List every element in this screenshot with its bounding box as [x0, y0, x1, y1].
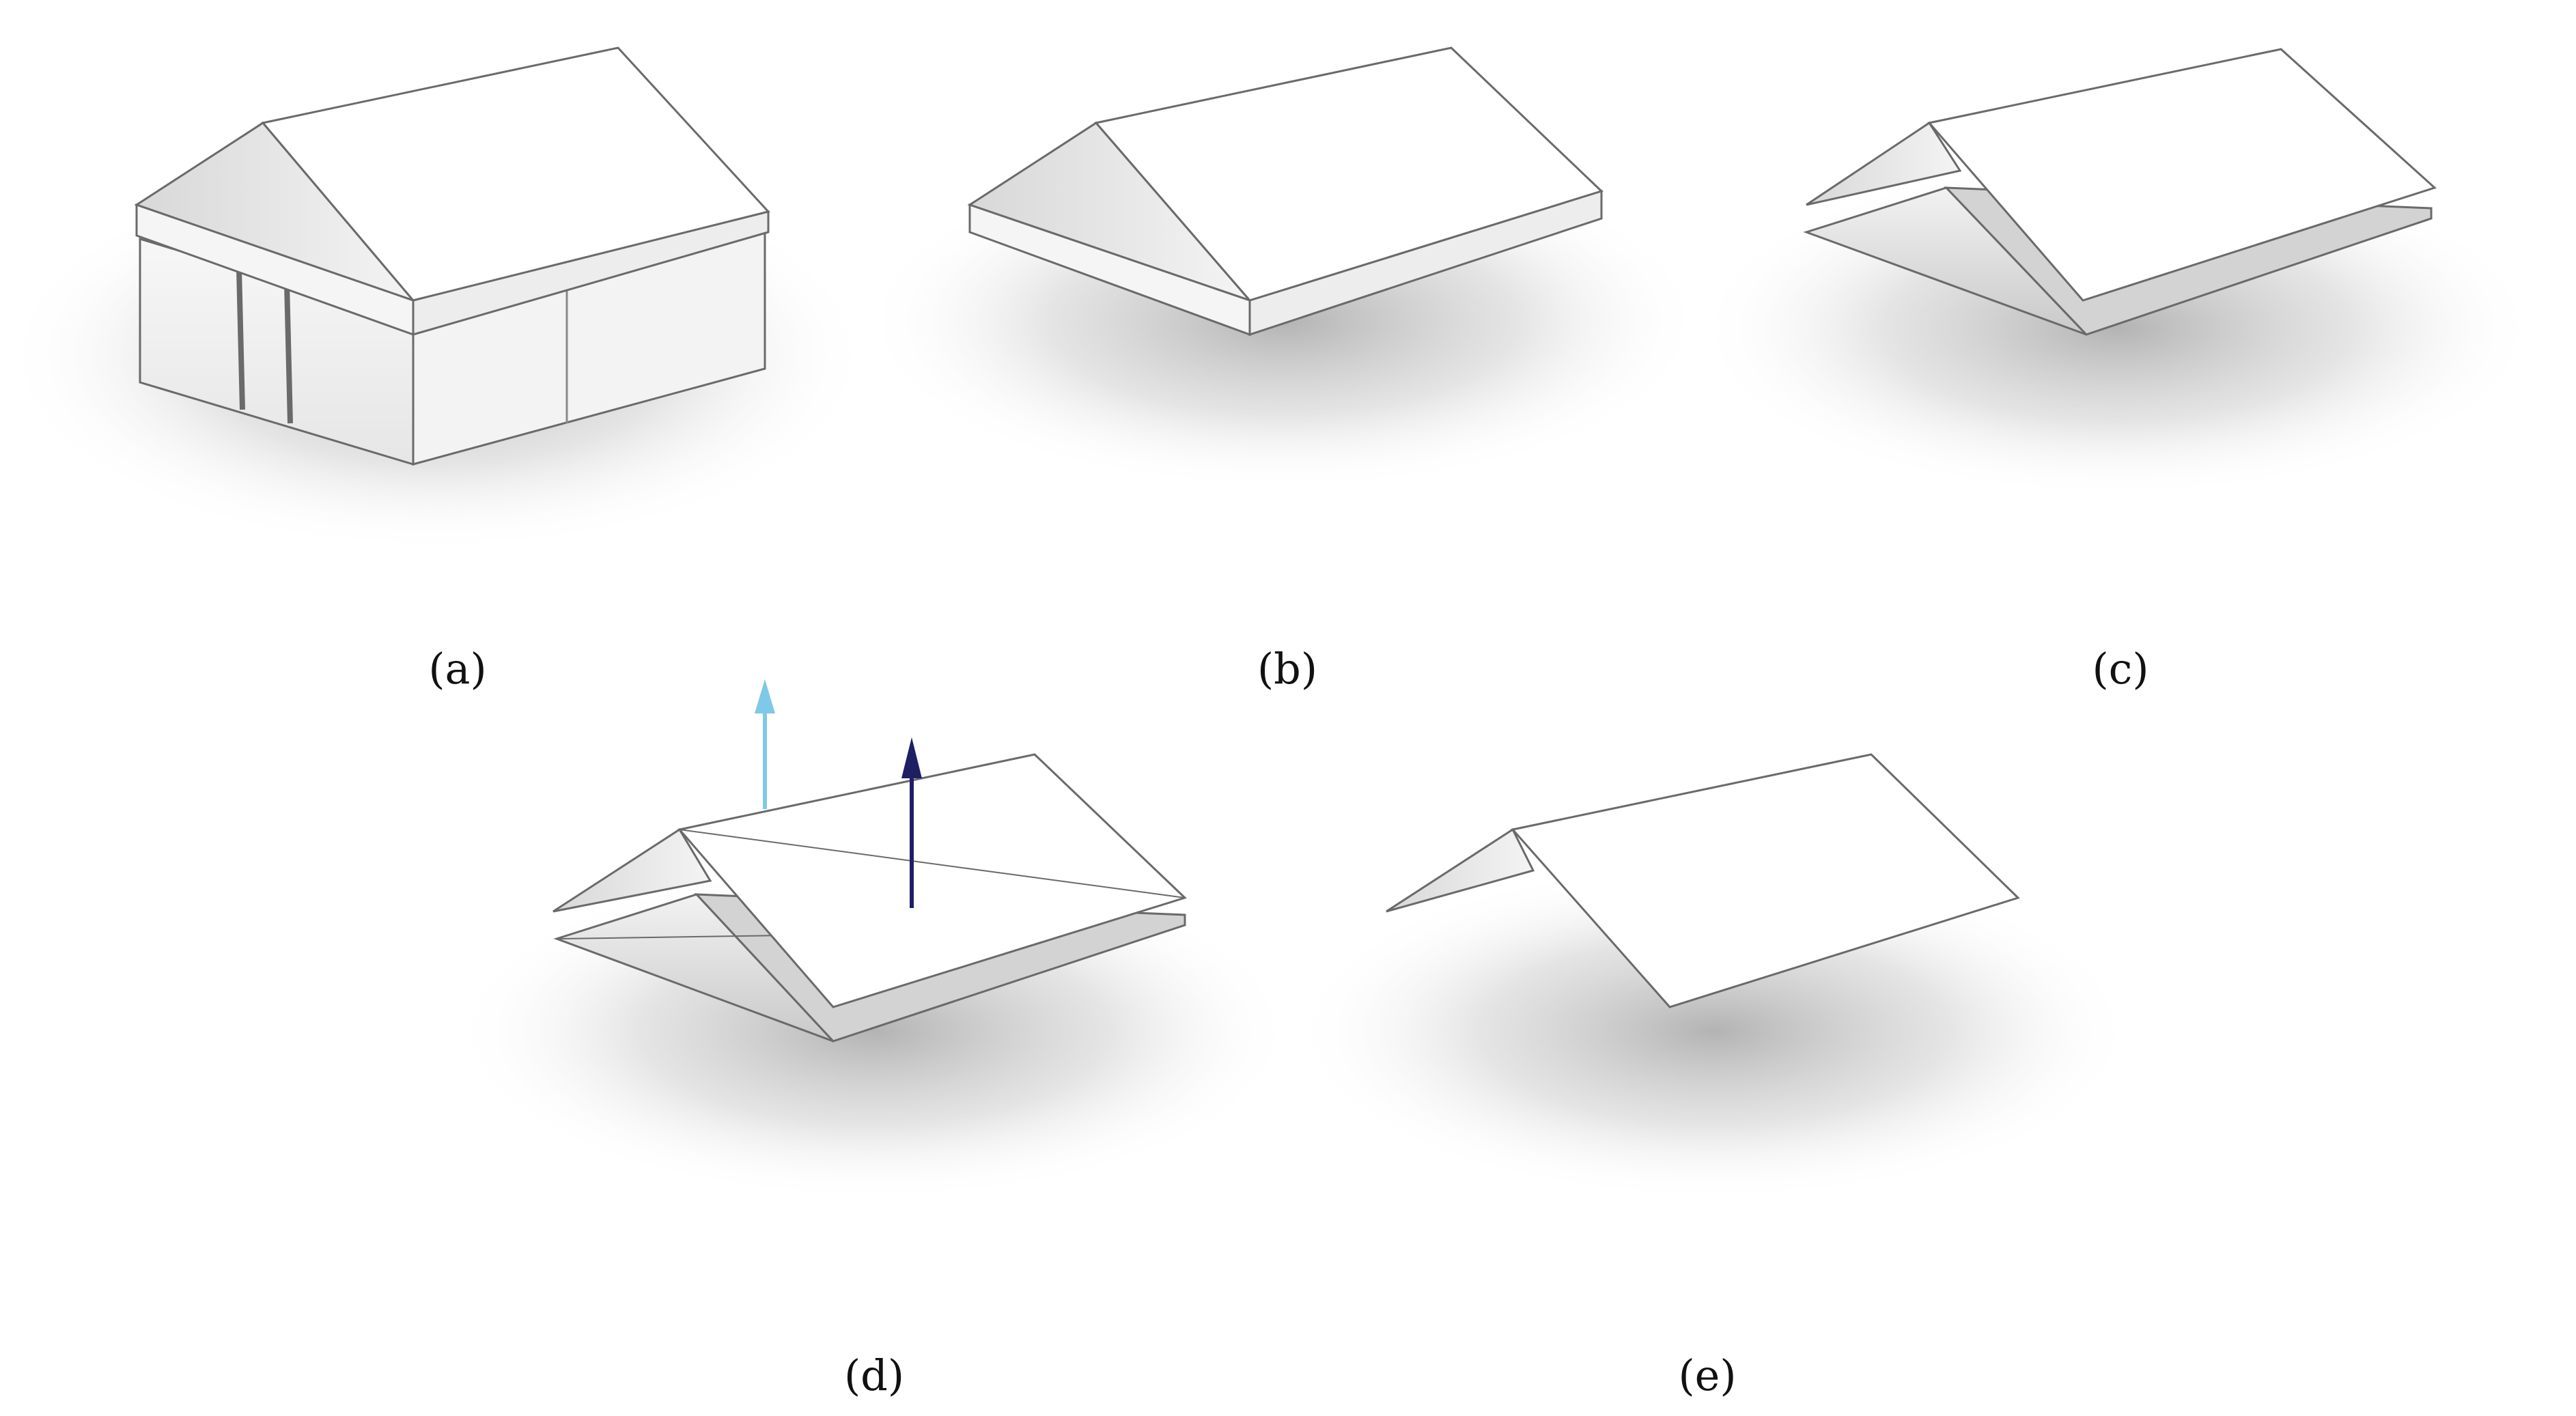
panel-b-roof-slab [860, 46, 1707, 492]
panel-a-roof-edge-right [412, 210, 770, 336]
panel-c-upper-slope [1927, 48, 2437, 302]
panel-d-lower-diagonal [559, 935, 786, 939]
panel-label-e: (e) [1678, 1350, 1737, 1400]
panel-label-a: (a) [428, 644, 487, 694]
panel-c-roof-surfaces [1694, 48, 2540, 498]
panel-d-roof-normals [451, 679, 1298, 1202]
panel-e-roof-surface [1291, 753, 2138, 1202]
panel-d-normal-light-arrowhead [755, 679, 775, 713]
panel-a-door-right [284, 283, 293, 424]
panel-label-b: (b) [1257, 644, 1318, 694]
panel-d-upper-gable [552, 827, 712, 913]
panel-e-shadow [1291, 860, 2138, 1202]
panel-d-upper-diagonal [679, 829, 1186, 898]
panel-e-gable [1386, 827, 1535, 913]
panel-label-c: (c) [2092, 644, 2149, 694]
panel-label-d: (d) [843, 1350, 905, 1400]
panel-d-normal-navy-arrowhead [901, 737, 922, 778]
panel-a-house [0, 46, 874, 553]
panel-e-slope [1511, 753, 2020, 1008]
panel-c-upper-gable [1806, 121, 1962, 206]
panel-b-roof-edge-right [1248, 189, 1603, 337]
panel-a-door-left [236, 269, 245, 410]
